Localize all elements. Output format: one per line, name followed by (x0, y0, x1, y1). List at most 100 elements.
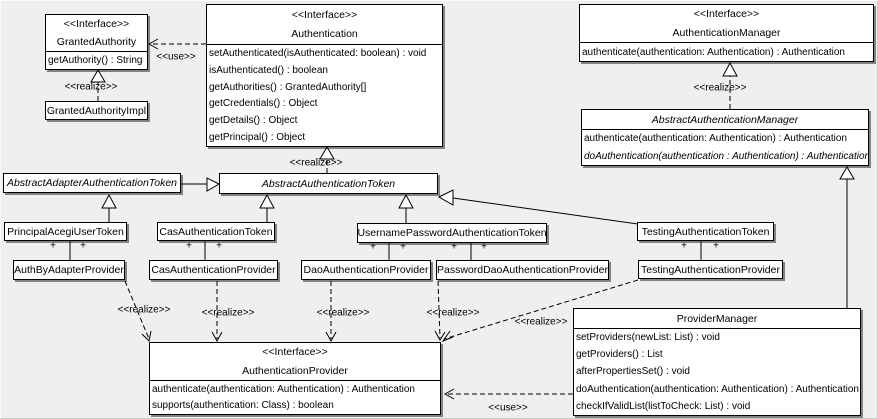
method: checkIfValidList(listToCheck: List) : vo… (576, 400, 751, 412)
realize-label: <<realize>> (201, 307, 255, 319)
method: getDetails() : Object (209, 115, 298, 127)
method: isAuthenticated() : boolean (209, 64, 328, 76)
compartment-divider (150, 380, 440, 381)
method-list: setAuthenticated(isAuthenticated: boolea… (207, 45, 442, 146)
class-name: CasAuthenticationProvider (151, 264, 276, 276)
method-list: getAuthority() : String (46, 52, 147, 69)
method-list: authenticate(authentication: Authenticat… (582, 130, 868, 165)
class-box-authentication-provider: <<Interface>> AuthenticationProvider aut… (149, 342, 441, 415)
class-title: TestingAuthenticationToken (638, 223, 773, 240)
class-name: ProviderManager (676, 312, 758, 325)
class-stereotype: <<Interface>> (291, 8, 358, 21)
class-name: PasswordDaoAuthenticationProvider (437, 264, 609, 276)
class-box-provider-manager: ProviderManager setProviders(newList: Li… (573, 308, 861, 416)
class-box-granted-authority: <<Interface>> GrantedAuthority getAuthor… (45, 14, 148, 70)
realize-label: <<realize>> (289, 157, 343, 169)
class-title: PasswordDaoAuthenticationProvider (437, 261, 608, 279)
class-name: UsernamePasswordAuthenticationToken (357, 227, 547, 239)
method: getAuthorities() : GrantedAuthority[] (209, 81, 367, 93)
method: doAuthentication(authentication: Authent… (576, 383, 859, 395)
class-name: Authentication (291, 28, 358, 41)
class-stereotype: <<Interface>> (693, 8, 760, 21)
method: authenticate(authentication: Authenticat… (152, 383, 415, 395)
plus-label: + (400, 241, 406, 253)
method-list: authenticate(authentication: Authenticat… (580, 43, 873, 61)
method: supports(authentication: Class) : boolea… (152, 400, 334, 412)
compartment-divider (46, 51, 147, 52)
class-title: PrincipalAcegiUserToken (5, 223, 126, 240)
class-name: TestingAuthenticationProvider (641, 263, 780, 276)
class-title: <<Interface>> AuthenticationProvider (150, 343, 440, 380)
realize-label: <<realize>> (316, 307, 370, 319)
use-label: <<use>> (488, 402, 528, 414)
class-name: GrantedAuthorityImpl (46, 104, 147, 117)
method: afterPropertiesSet() : void (576, 366, 690, 378)
plus-label: + (370, 241, 376, 253)
class-box-auth-by-adapter-provider: AuthByAdapterProvider (13, 260, 125, 280)
method: setAuthenticated(isAuthenticated: boolea… (209, 47, 427, 59)
class-name: PrincipalAcegiUserToken (7, 225, 124, 238)
method: getCredentials() : Object (209, 98, 318, 110)
plus-label: + (713, 240, 719, 252)
class-name: TestingAuthenticationToken (641, 225, 770, 238)
compartment-divider (574, 328, 860, 329)
method: authenticate(authentication: Authenticat… (584, 133, 847, 145)
class-title: UsernamePasswordAuthenticationToken (358, 224, 546, 242)
method: getPrincipal() : Object (209, 132, 306, 144)
realize-label: <<realize>> (117, 304, 171, 316)
class-name: DaoAuthenticationProvider (303, 264, 429, 276)
class-title: CasAuthenticationToken (158, 223, 274, 240)
class-title: ProviderManager (574, 309, 860, 328)
compartment-divider (582, 129, 868, 130)
class-title: AbstractAdapterAuthenticationToken (4, 174, 180, 192)
class-stereotype: <<Interface>> (63, 18, 130, 30)
compartment-divider (580, 42, 873, 43)
class-box-dao-authentication-provider: DaoAuthenticationProvider (301, 260, 431, 280)
class-name: AbstractAuthenticationToken (261, 177, 396, 190)
class-name: CasAuthenticationToken (159, 225, 273, 238)
plus-label: + (481, 241, 487, 253)
method-list: authenticate(authentication: Authenticat… (150, 381, 440, 414)
realize-label: <<realize>> (693, 82, 747, 94)
class-box-abstract-authentication-manager: AbstractAuthenticationManager authentica… (581, 109, 869, 166)
class-stereotype: <<Interface>> (262, 346, 328, 359)
class-name: AbstractAdapterAuthenticationToken (6, 177, 178, 189)
class-box-password-dao-authentication-provider: PasswordDaoAuthenticationProvider (436, 260, 609, 280)
class-title: <<Interface>> GrantedAuthority (46, 15, 147, 51)
plus-label: + (186, 240, 192, 252)
method: authenticate(authentication: Authenticat… (582, 46, 845, 58)
plus-label: + (50, 240, 56, 252)
class-title: <<Interface>> AuthenticationManager (580, 5, 873, 42)
class-box-testing-authentication-token: TestingAuthenticationToken (637, 222, 774, 241)
compartment-divider (207, 44, 442, 45)
method: getAuthority() : String (48, 55, 143, 66)
class-box-cas-authentication-token: CasAuthenticationToken (157, 222, 275, 241)
method-list: setProviders(newList: List) : void getPr… (574, 329, 860, 415)
class-name: AbstractAuthenticationManager (651, 113, 799, 126)
class-title: <<Interface>> Authentication (207, 5, 442, 44)
class-name: AuthByAdapterProvider (14, 264, 124, 276)
method-abstract: doAuthentication(authentication : Authen… (584, 150, 868, 162)
class-title: AuthByAdapterProvider (14, 261, 124, 279)
class-title: TestingAuthenticationProvider (639, 261, 782, 278)
class-box-username-password-authentication-token: UsernamePasswordAuthenticationToken (357, 223, 547, 243)
use-label: <<use>> (156, 51, 196, 63)
class-title: DaoAuthenticationProvider (302, 261, 430, 279)
class-title: AbstractAuthenticationToken (220, 174, 437, 193)
class-box-granted-authority-impl: GrantedAuthorityImpl (45, 101, 148, 120)
plus-label: + (681, 240, 687, 252)
class-box-principal-acegi-user-token: PrincipalAcegiUserToken (4, 222, 127, 241)
realize-label: <<realize>> (64, 81, 118, 93)
class-name: GrantedAuthority (56, 36, 137, 48)
class-box-abstract-adapter-authentication-token: AbstractAdapterAuthenticationToken (3, 173, 181, 193)
plus-label: + (216, 240, 222, 252)
class-name: AuthenticationManager (672, 26, 781, 39)
class-title: GrantedAuthorityImpl (46, 102, 147, 119)
class-box-cas-authentication-provider: CasAuthenticationProvider (149, 260, 278, 280)
plus-label: + (80, 240, 86, 252)
method: getProviders() : List (576, 349, 663, 361)
class-box-testing-authentication-provider: TestingAuthenticationProvider (638, 260, 783, 279)
class-name: AuthenticationProvider (242, 364, 348, 377)
